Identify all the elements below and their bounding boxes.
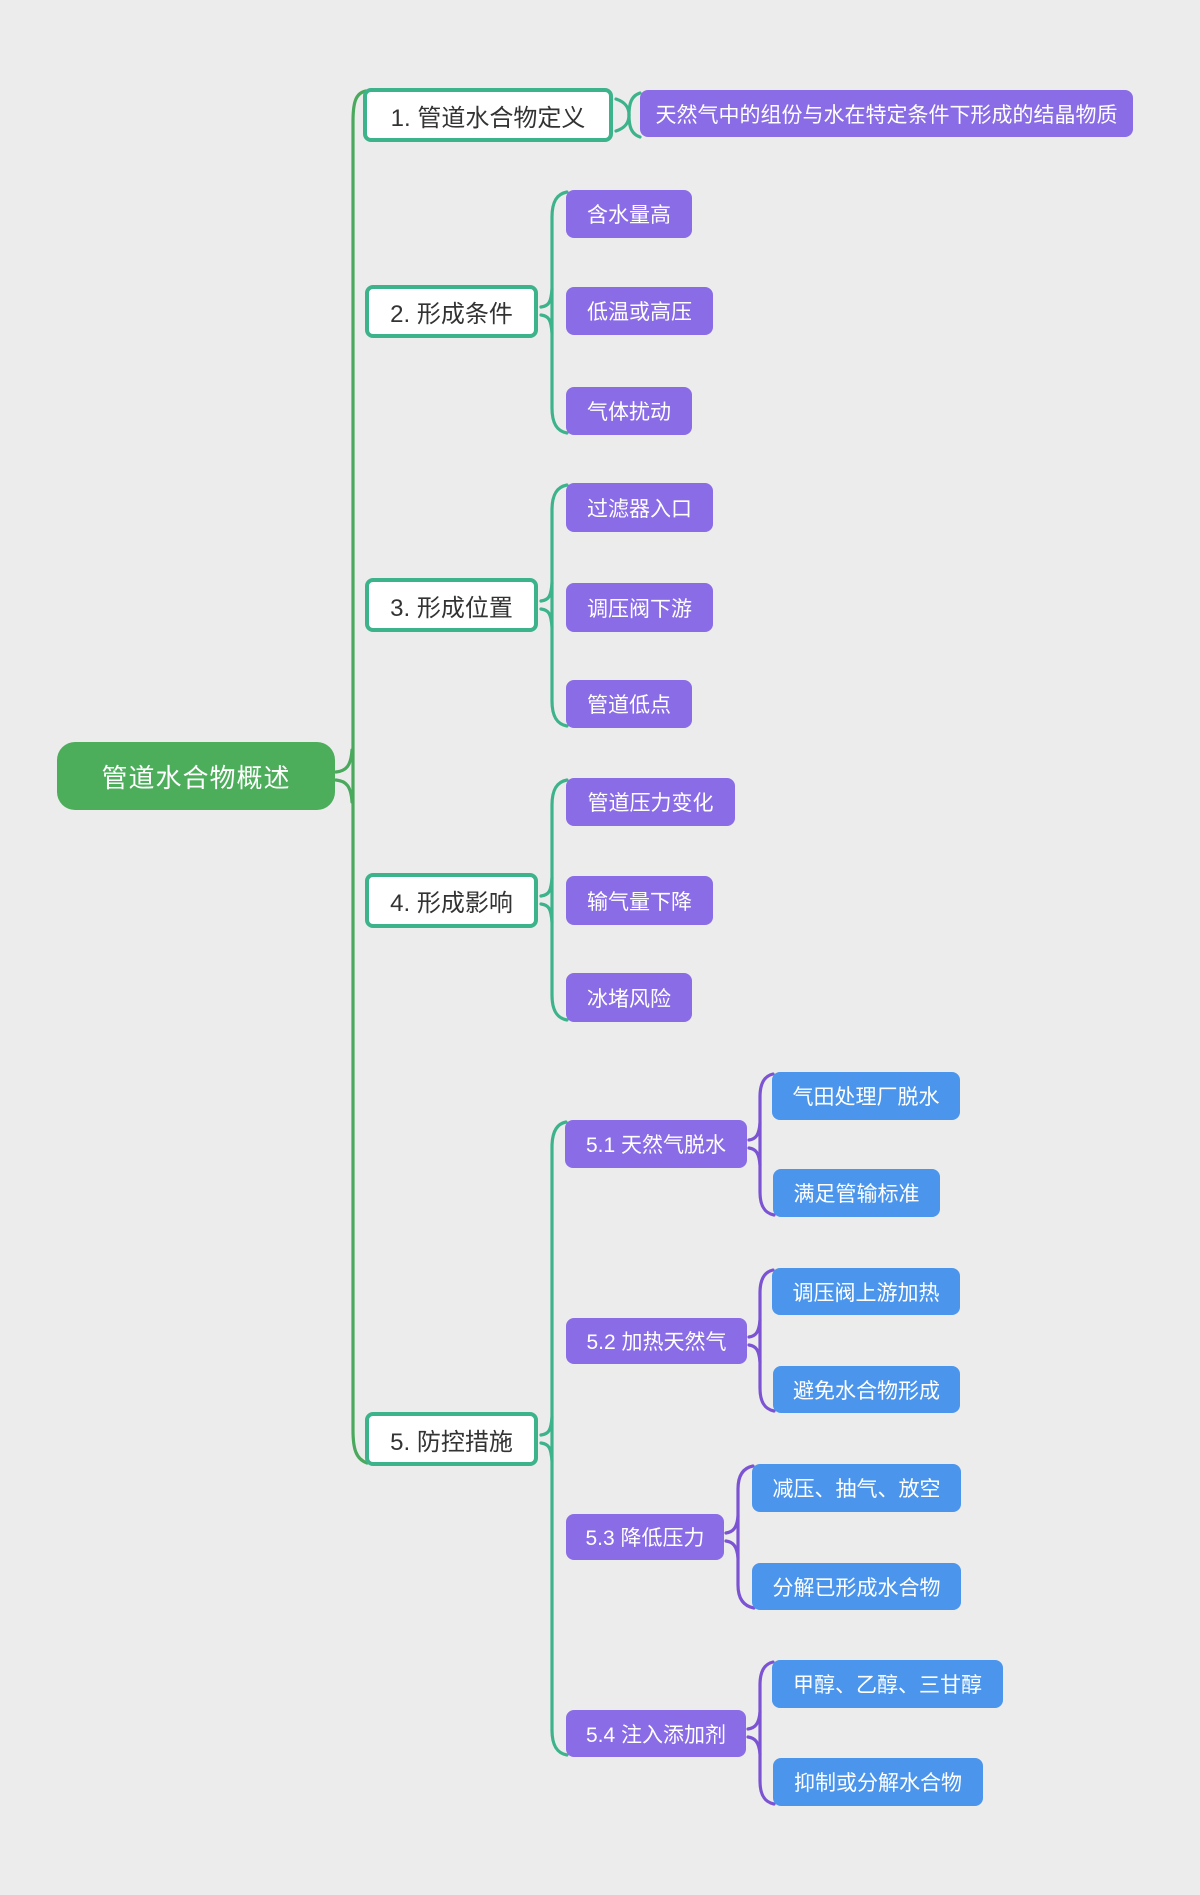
leaf-node-avoid-hydrate[interactable]: 避免水合物形成 (773, 1366, 960, 1413)
subbranch-leaf-connectors (724, 1072, 776, 1806)
subbranch-node-5-4[interactable]: 5.4 注入添加剂 (566, 1710, 746, 1757)
leaf-node-water-content[interactable]: 含水量高 (566, 190, 692, 238)
leaf-node-definition[interactable]: 天然气中的组份与水在特定条件下形成的结晶物质 (640, 90, 1133, 137)
leaf-node-ice-blockage[interactable]: 冰堵风险 (566, 973, 692, 1022)
branch-node-2[interactable]: 2. 形成条件 (365, 285, 538, 338)
leaf-node-valve-downstream[interactable]: 调压阀下游 (566, 583, 713, 632)
leaf-node-inhibit-decompose[interactable]: 抑制或分解水合物 (773, 1758, 983, 1806)
leaf-node-decompose-hydrate[interactable]: 分解已形成水合物 (752, 1563, 961, 1610)
leaf-node-pipeline-standard[interactable]: 满足管输标准 (773, 1169, 940, 1217)
branch-node-3[interactable]: 3. 形成位置 (365, 578, 538, 632)
leaf-node-pipe-low-point[interactable]: 管道低点 (566, 680, 692, 728)
branch-node-1[interactable]: 1. 管道水合物定义 (363, 88, 613, 142)
branch-node-5[interactable]: 5. 防控措施 (365, 1412, 538, 1466)
branch-leaf-connectors (539, 91, 642, 1757)
leaf-node-upstream-heating[interactable]: 调压阀上游加热 (772, 1268, 960, 1315)
subbranch-node-5-2[interactable]: 5.2 加热天然气 (566, 1318, 747, 1364)
subbranch-node-5-3[interactable]: 5.3 降低压力 (566, 1514, 724, 1560)
subbranch-node-5-1[interactable]: 5.1 天然气脱水 (565, 1120, 747, 1168)
branch-node-4[interactable]: 4. 形成影响 (365, 873, 538, 928)
leaf-node-temp-pressure[interactable]: 低温或高压 (566, 287, 713, 335)
leaf-node-flow-drop[interactable]: 输气量下降 (566, 876, 713, 925)
leaf-node-filter-inlet[interactable]: 过滤器入口 (566, 483, 713, 532)
root-node[interactable]: 管道水合物概述 (57, 742, 335, 810)
leaf-node-gas-disturbance[interactable]: 气体扰动 (566, 387, 692, 435)
leaf-node-depressurize[interactable]: 减压、抽气、放空 (752, 1464, 961, 1512)
root-branch-connectors (334, 89, 369, 1465)
leaf-node-methanol-glycol[interactable]: 甲醇、乙醇、三甘醇 (772, 1660, 1003, 1708)
leaf-node-pressure-change[interactable]: 管道压力变化 (566, 778, 735, 826)
leaf-node-gasfield-dehydration[interactable]: 气田处理厂脱水 (772, 1072, 960, 1120)
